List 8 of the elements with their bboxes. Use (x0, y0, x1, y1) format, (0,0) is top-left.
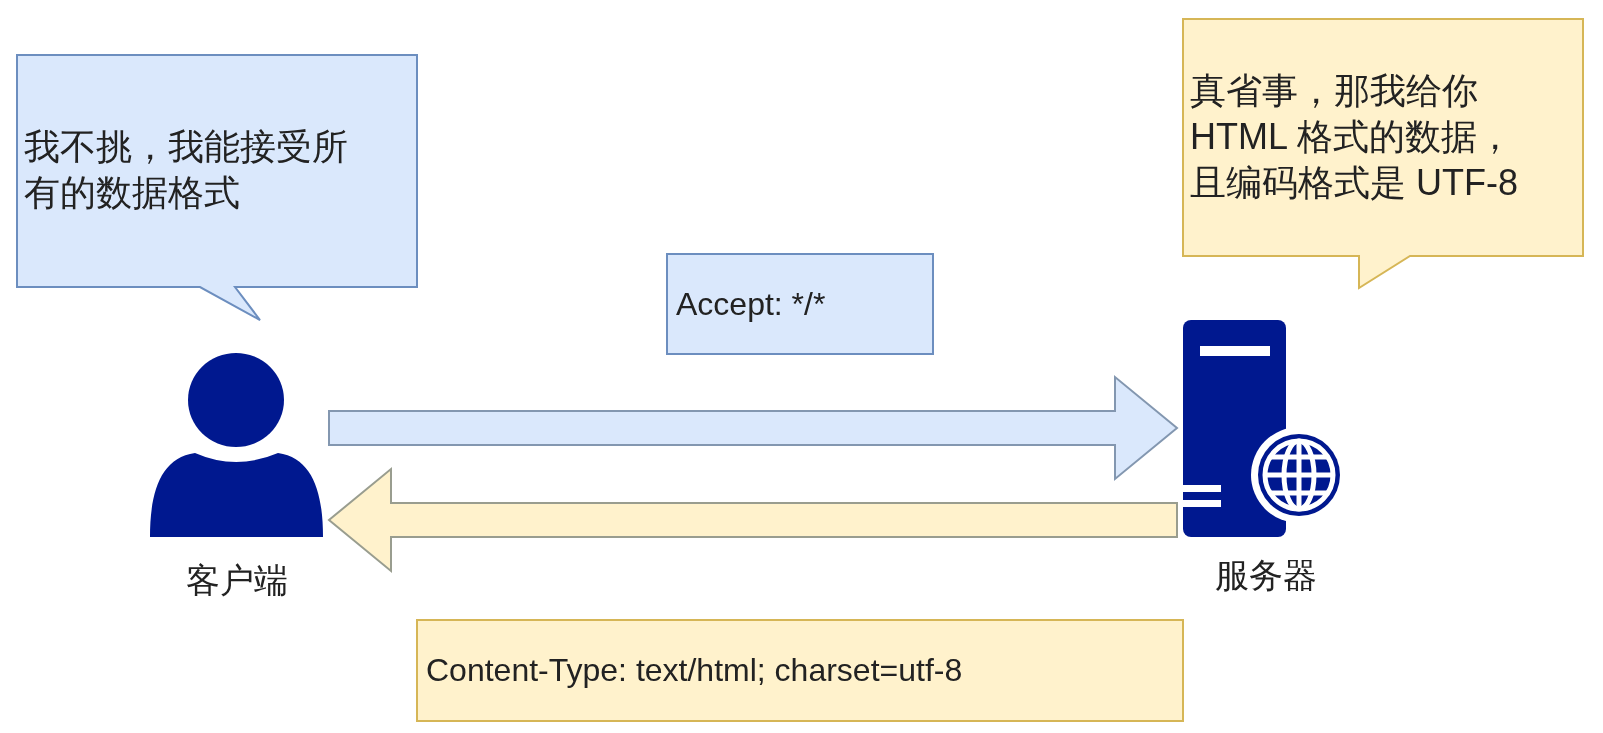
node-label: 服务器 (1215, 555, 1317, 596)
header-box: Content-Type: text/html; charset=utf-8 (416, 619, 1184, 722)
speech-text: 真省事，那我给你HTML 格式的数据，且编码格式是 UTF-8 (1190, 69, 1519, 205)
block-arrow (327, 466, 1178, 574)
header-box: Accept: */* (666, 253, 934, 355)
speech-text: 我不挑，我能接受所有的数据格式 (24, 125, 349, 215)
block-arrow (328, 374, 1179, 482)
node-label: 客户端 (186, 560, 288, 601)
